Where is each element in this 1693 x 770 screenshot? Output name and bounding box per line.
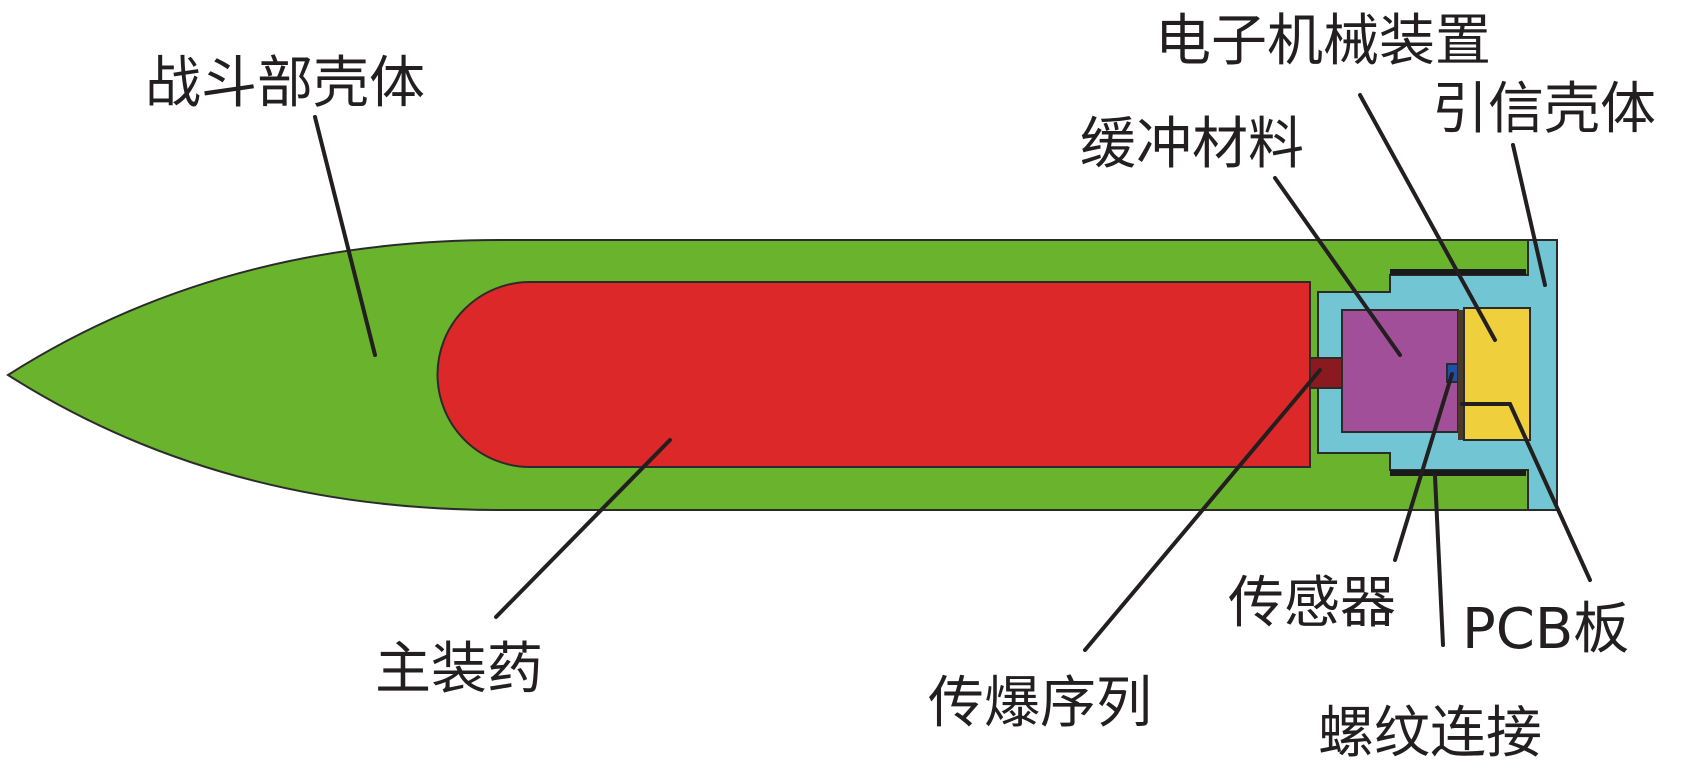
label-buffer-material: 缓冲材料 [1080, 112, 1304, 177]
label-sensor: 传感器 [1228, 571, 1396, 636]
label-warhead-shell: 战斗部壳体 [145, 51, 425, 116]
electromechanical-device [1463, 307, 1531, 441]
leader-threaded-connection [1433, 474, 1445, 647]
label-electromechanical-device: 电子机械装置 [1155, 9, 1491, 74]
label-pcb-board: PCB板 [1462, 597, 1629, 662]
leader-sensor [1393, 372, 1454, 562]
leader-warhead-shell [313, 115, 377, 357]
explosive-train [1309, 357, 1343, 389]
main-charge [436, 281, 1311, 468]
leader-pcb-board [1460, 402, 1592, 582]
pcb-board [1458, 310, 1464, 440]
label-explosive-train: 传爆序列 [928, 671, 1152, 736]
thread-bottom [1390, 470, 1526, 476]
leader-main-charge [494, 438, 672, 619]
leader-electromechanical-device [1358, 93, 1497, 342]
label-threaded-connection: 螺纹连接 [1318, 701, 1542, 766]
leader-fuze-shell [1511, 143, 1547, 287]
leader-buffer-material [1273, 176, 1402, 357]
label-main-charge: 主装药 [375, 637, 543, 702]
label-fuze-shell: 引信壳体 [1432, 77, 1656, 142]
leader-explosive-train [1083, 368, 1322, 652]
